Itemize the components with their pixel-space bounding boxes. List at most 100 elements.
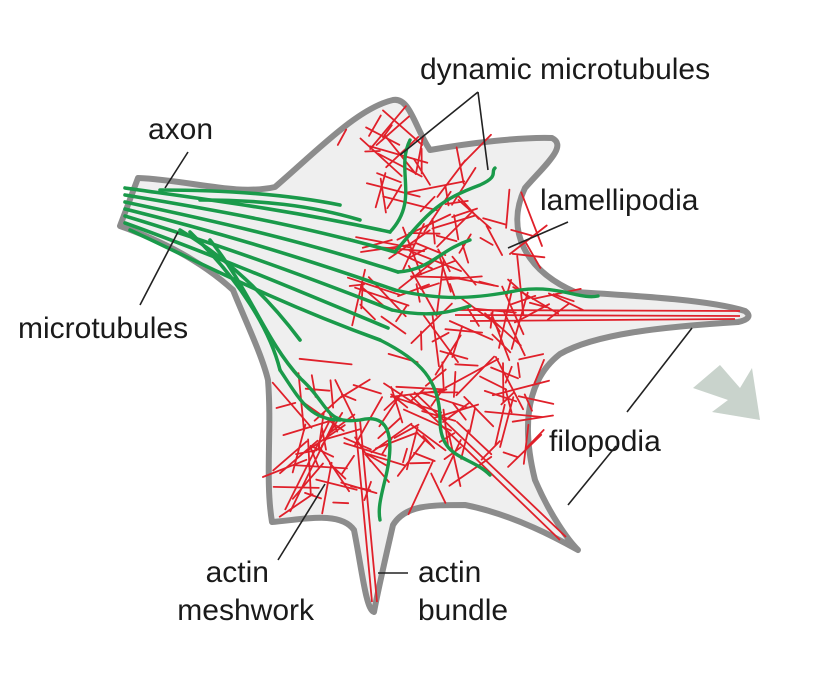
actin-filament [291,462,324,500]
actin-filament [380,315,407,335]
actin-filament [364,452,407,467]
actin-filament [451,401,467,421]
label-actin-meshwork-line2: meshwork [177,594,314,627]
label-axon: axon [148,113,214,146]
actin-filament [410,259,457,279]
actin-filament [460,429,470,460]
actin-filament [336,128,348,146]
actin-filament [505,188,511,229]
actin-filament [439,350,469,360]
actin-filament [435,259,445,317]
label-lamellipodia: lamellipodia [540,184,699,217]
actin-filament [444,328,484,334]
actin-filament [511,414,554,423]
actin-filament [520,191,543,247]
actin-filament [374,172,387,209]
actin-filament [413,451,436,462]
actin-filament [448,320,494,341]
actin-filament [517,362,521,379]
actin-filament [321,461,333,515]
leader-lines [139,91,693,574]
actin-filament [491,333,512,354]
actin-filament [367,453,389,468]
actin-filament [442,401,471,423]
actin-filament [441,275,483,281]
actin-filament [382,195,439,212]
actin-filament [368,114,382,137]
actin-filament [500,391,515,406]
actin-filament [435,234,458,243]
actin-filament [405,180,466,194]
leader-microtubules [139,231,179,306]
dynamic-microtubules [278,138,600,522]
actin-filament [546,302,570,321]
actin-filament [309,444,335,458]
label-actin-bundle-line1: actin [418,556,482,589]
actin-filament [329,413,356,434]
leader-filopodia-1 [626,327,693,413]
actin-filament [499,396,515,448]
actin-filament [422,435,436,450]
actin-filament [374,431,419,450]
actin-filament [410,302,453,345]
actin-filament [340,393,357,402]
actin-filament [484,410,543,418]
actin-filament [272,440,308,472]
label-filopodia: filopodia [549,425,661,458]
actin-filament [329,379,335,409]
actin-filament [393,423,420,439]
actin-filament [526,429,545,449]
actin-filament [452,370,457,398]
leader-filopodia-2 [567,445,617,506]
actin-filament [517,395,555,405]
actin-filament [455,355,496,397]
actin-filament [282,420,330,437]
actin-filament [479,375,508,391]
leader-actin-meshwork [277,483,326,561]
actin-filament [457,199,492,230]
actin-filament [354,286,410,307]
actin-filament [491,379,550,397]
actin-filament [334,379,356,421]
actin-filament [304,491,322,500]
label-microtubules: microtubules [18,312,189,345]
actin-filament [376,152,423,178]
actin-filament [376,172,402,184]
actin-filament [434,334,462,376]
actin-filament [397,283,430,298]
leader-axon [164,151,189,189]
actin-filament [438,255,452,293]
actin-filament [396,438,427,477]
actin-filament [295,449,318,456]
microtubules-bundle [123,186,400,380]
actin-filament [412,157,431,186]
actin-filament [346,276,401,296]
actin-filament [483,389,517,403]
actin-filament [431,331,450,343]
actin-filament [414,242,447,257]
actin-filament [369,145,429,164]
actin-filament [340,378,371,399]
actin-filament [422,314,459,364]
actin-filament [490,366,519,380]
actin-filament [468,407,476,434]
leader-dynamic-mt-2 [477,91,489,171]
actin-filament [328,462,347,480]
actin-filament [451,255,477,286]
leader-dynamic-mt-1 [399,91,479,156]
actin-filament [388,229,431,260]
actin-filament [343,442,387,457]
actin-filament [340,454,355,476]
actin-filament [522,423,530,465]
actin-filament [485,224,504,257]
actin-filament [407,460,434,516]
arrow-right-down-icon [693,365,760,420]
actin-filament [271,381,313,429]
actin-filament [441,361,445,392]
actin-filament [420,391,468,409]
actin-filament [365,182,421,198]
actin-filament [402,447,408,464]
actin-filament [419,282,440,291]
actin-filament [382,124,393,139]
